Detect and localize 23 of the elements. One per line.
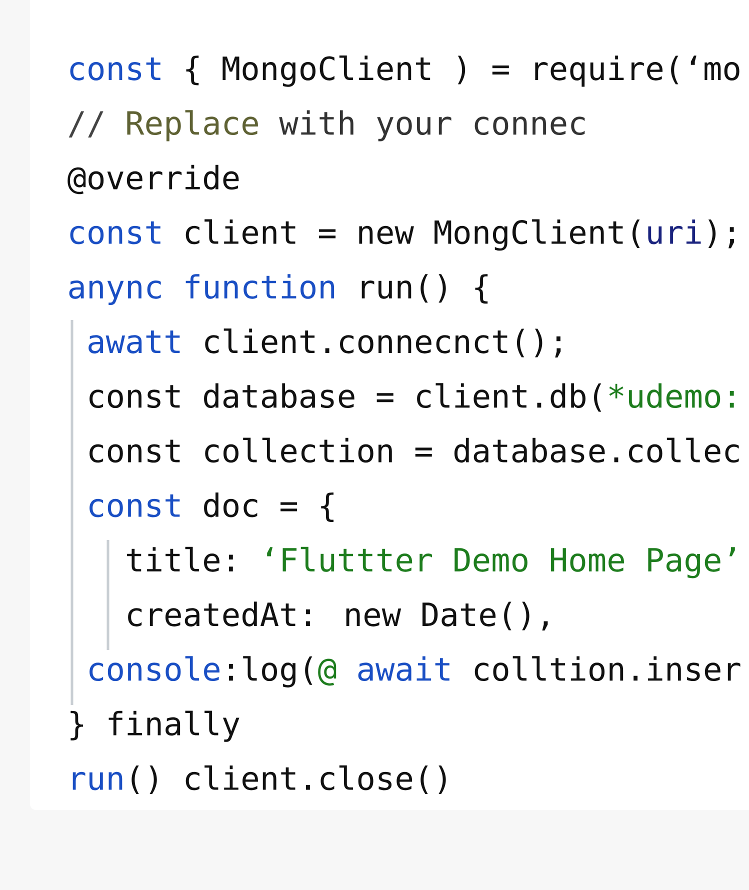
code-line: run () client.close() <box>72 765 446 794</box>
label: :log( <box>229 656 312 688</box>
label: client = new MongClient( <box>186 219 640 251</box>
label: await <box>358 656 450 682</box>
code-line: createdAt: new Date(), <box>128 602 548 630</box>
code-line: console :log( @ await colltion.inser <box>90 656 740 688</box>
code-line: @override <box>68 164 239 194</box>
code-line: const database = client.db( *udemo: <box>90 383 734 412</box>
code-line: const collection = database.collec <box>90 438 739 463</box>
label: uri <box>648 219 701 244</box>
code-line: anync function run() { <box>69 274 488 306</box>
label: console <box>90 656 220 682</box>
code-line: const doc = { <box>90 492 334 522</box>
code-line: const client = new MongClient( uri ); <box>70 219 734 251</box>
code-line: const { MongoClient ) = require(‘mo <box>70 56 740 87</box>
code-line: awatt client.connecnct(); <box>88 328 561 358</box>
label: const <box>70 221 160 244</box>
label: ); <box>708 220 734 248</box>
label: colltion.inser <box>474 656 740 682</box>
label: @ <box>318 658 336 686</box>
code-line: } finally <box>70 710 240 742</box>
code-line: // Replace with your connec <box>68 110 585 142</box>
code-line: title: ‘Fluttter Demo Home Page’ <box>127 546 735 578</box>
